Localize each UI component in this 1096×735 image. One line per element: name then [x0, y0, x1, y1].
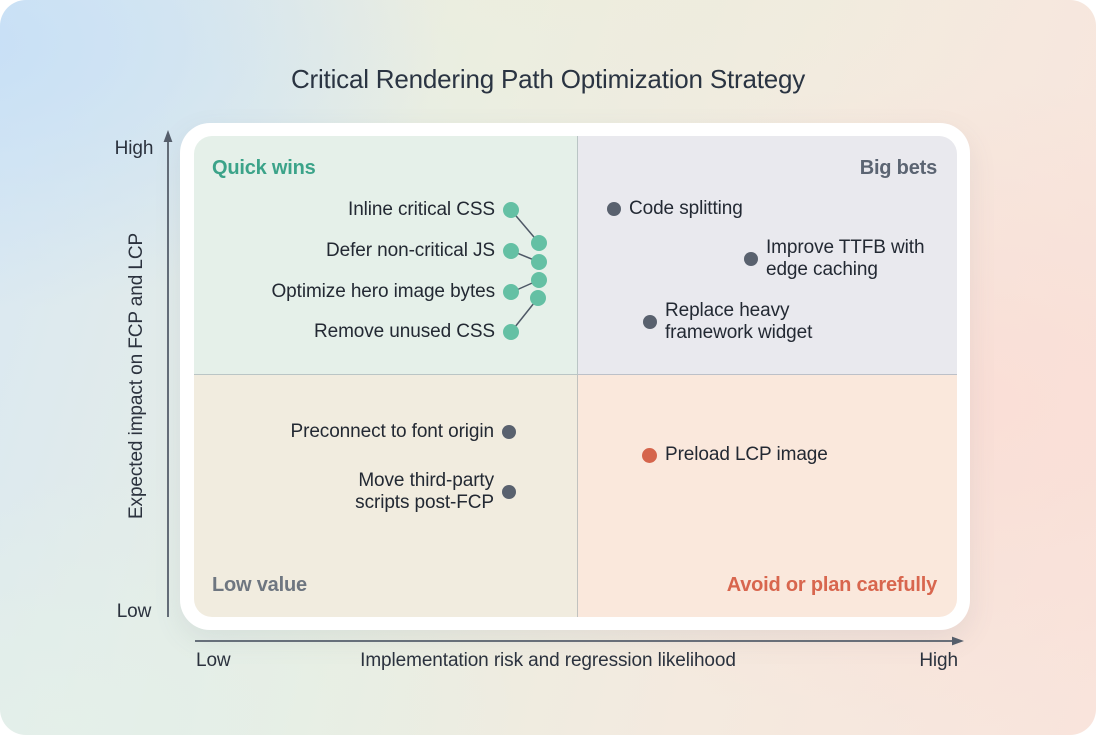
page-title: Critical Rendering Path Optimization Str…: [290, 64, 806, 94]
data-point-label: Optimize hero image bytes: [271, 281, 496, 302]
list-item-defer-non-critical-js: Defer non-critical JS: [326, 240, 519, 262]
y-axis-tick-high: High: [114, 138, 154, 159]
data-point-label: Preload LCP image: [665, 444, 828, 465]
data-point-marker: [744, 252, 758, 266]
list-item-move-third-party-scripts: Move third-party scripts post-FCP: [355, 470, 516, 514]
data-point-label: Defer non-critical JS: [326, 240, 495, 261]
list-item-inline-critical-css: Inline critical CSS: [348, 199, 519, 221]
data-point-marker: [502, 485, 516, 499]
data-point-marker: [642, 447, 657, 463]
list-item-code-splitting: Code splitting: [607, 198, 743, 220]
data-point-label: Code splitting: [629, 198, 743, 219]
data-point-marker: [503, 202, 519, 218]
quadrant-label-avoid: Avoid or plan carefully: [726, 574, 937, 596]
list-item-preload-lcp-image: Preload LCP image: [642, 444, 828, 466]
x-axis-title: Implementation risk and regression likel…: [360, 650, 736, 671]
data-point-label: Move third-party scripts post-FCP: [355, 470, 494, 513]
data-point-label: Improve TTFB with edge caching: [766, 237, 925, 280]
y-axis-arrowhead: [163, 130, 173, 142]
quadrant-label-big-bets: Big bets: [859, 157, 937, 179]
leader-lines-and-cluster-dots: [510, 209, 547, 333]
data-point-marker: [502, 425, 516, 439]
data-point-marker: [503, 324, 519, 340]
list-item-optimize-hero-image-bytes: Optimize hero image bytes: [271, 281, 519, 303]
data-point-marker: [503, 284, 519, 300]
x-axis-arrowhead: [952, 636, 964, 646]
list-item-preconnect-to-font-origin: Preconnect to font origin: [291, 421, 516, 443]
list-item-replace-heavy-framework-widget: Replace heavy framework widget: [643, 300, 812, 344]
y-axis-title: Expected impact on FCP and LCP: [126, 232, 147, 520]
data-point-marker: [643, 315, 657, 329]
quadrant-chart-frame: Quick wins Big bets Low value Avoid or p…: [180, 123, 970, 630]
data-point-label: Replace heavy framework widget: [665, 300, 813, 343]
x-axis-tick-high: High: [919, 650, 958, 671]
list-item-improve-ttfb: Improve TTFB with edge caching: [744, 237, 925, 281]
quadrant-big-bets: Big bets: [578, 136, 957, 375]
x-axis-tick-low: Low: [196, 650, 231, 671]
data-point-label: Remove unused CSS: [313, 321, 495, 342]
list-item-remove-unused-css: Remove unused CSS: [314, 321, 519, 343]
data-points-overlay: Inline critical CSS Defer non-critical J…: [180, 123, 970, 630]
data-point-marker: [503, 243, 519, 259]
quadrant-avoid: Avoid or plan carefully: [578, 375, 957, 617]
data-point-marker: [607, 202, 621, 216]
y-axis-tick-low: Low: [116, 601, 152, 622]
quadrant-label-low-value: Low value: [212, 574, 307, 596]
data-point-label: Inline critical CSS: [348, 199, 495, 220]
data-point-label: Preconnect to font origin: [290, 421, 495, 442]
quadrant-label-quick-wins: Quick wins: [212, 157, 316, 179]
